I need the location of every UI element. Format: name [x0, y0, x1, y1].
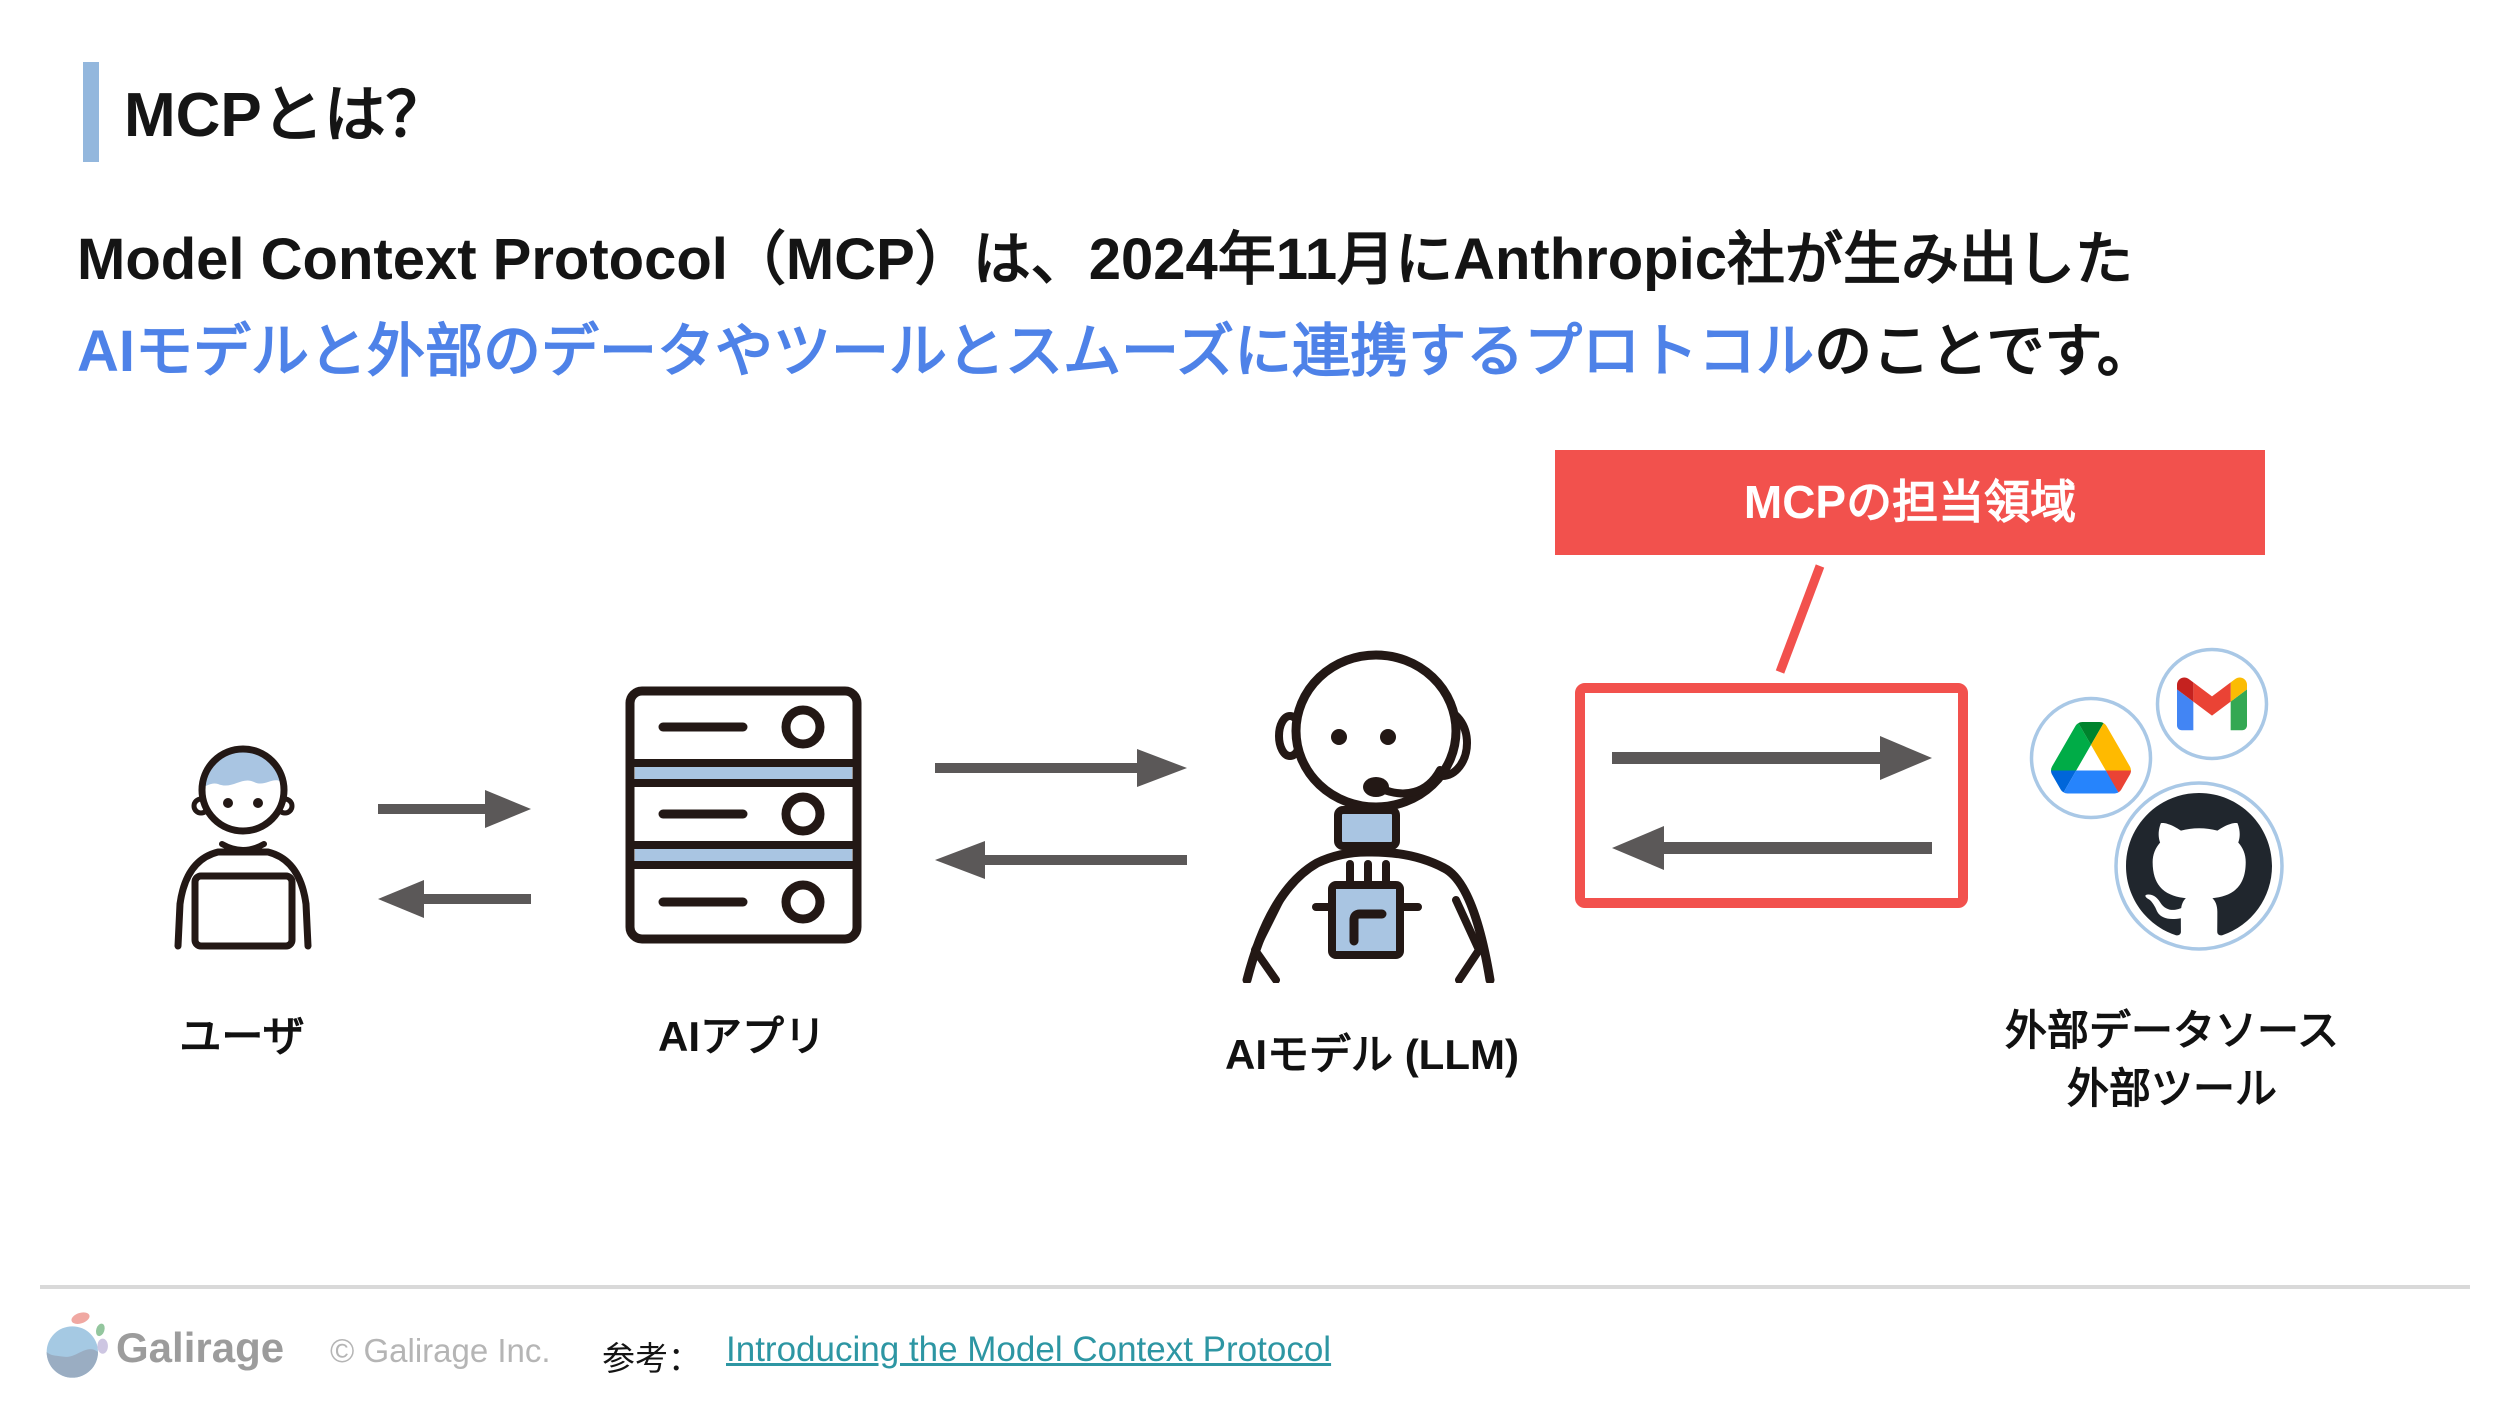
- arrow-left-external-to-model: [1612, 826, 1932, 870]
- google-drive-icon: [2029, 696, 2153, 820]
- reference-label: 参考：: [602, 1340, 701, 1377]
- footer-divider: [40, 1285, 2470, 1289]
- arrow-left-app-to-user: [378, 880, 531, 918]
- person-at-laptop-icon: [174, 745, 312, 950]
- mcp-scope-callout: MCPの担当領域: [1555, 450, 2265, 555]
- robot-headset-icon: [1242, 650, 1495, 983]
- gmail-icon: [2155, 647, 2269, 761]
- app-node-label: AIアプリ: [657, 1013, 827, 1060]
- external-node-label: 外部データソース 外部ツール: [2005, 1002, 2339, 1118]
- copyright-text: © Galirage Inc.: [330, 1332, 551, 1369]
- server-stack-icon: [625, 686, 862, 944]
- intro-highlight: AIモデルと外部のデータやツールとスムーズに連携するプロトコル: [77, 319, 1815, 384]
- external-node-label-line2: 外部ツール: [2066, 1065, 2277, 1112]
- intro-tail: のことです。: [1814, 319, 2155, 384]
- github-icon: [2114, 781, 2284, 951]
- callout-connector-line: [1775, 564, 1825, 674]
- intro-line-2: AIモデルと外部のデータやツールとスムーズに連携するプロトコルのことです。: [77, 306, 2155, 398]
- arrow-left-model-to-app: [935, 841, 1187, 879]
- intro-line-1: Model Context Protocol（MCP）は、2024年11月にAn…: [77, 227, 2133, 292]
- arrow-right-user-to-app: [378, 790, 531, 828]
- reference-link[interactable]: Introducing the Model Context Protocol: [726, 1330, 1332, 1369]
- arrow-right-app-to-model: [935, 749, 1187, 787]
- external-node-label-line1: 外部データソース: [2005, 1007, 2339, 1054]
- page-title: MCPとは？: [124, 81, 448, 150]
- intro-paragraph: Model Context Protocol（MCP）は、2024年11月にAn…: [77, 214, 2155, 398]
- title-accent-bar: [83, 62, 99, 162]
- galirage-logo-icon: [46, 1312, 108, 1378]
- mcp-scope-box: [1575, 683, 1968, 908]
- user-node-label: ユーザ: [179, 1013, 305, 1060]
- brand-wordmark: Galirage: [116, 1324, 285, 1371]
- arrow-right-model-to-external: [1612, 736, 1932, 780]
- model-node-label: AIモデル (LLM): [1225, 1031, 1519, 1078]
